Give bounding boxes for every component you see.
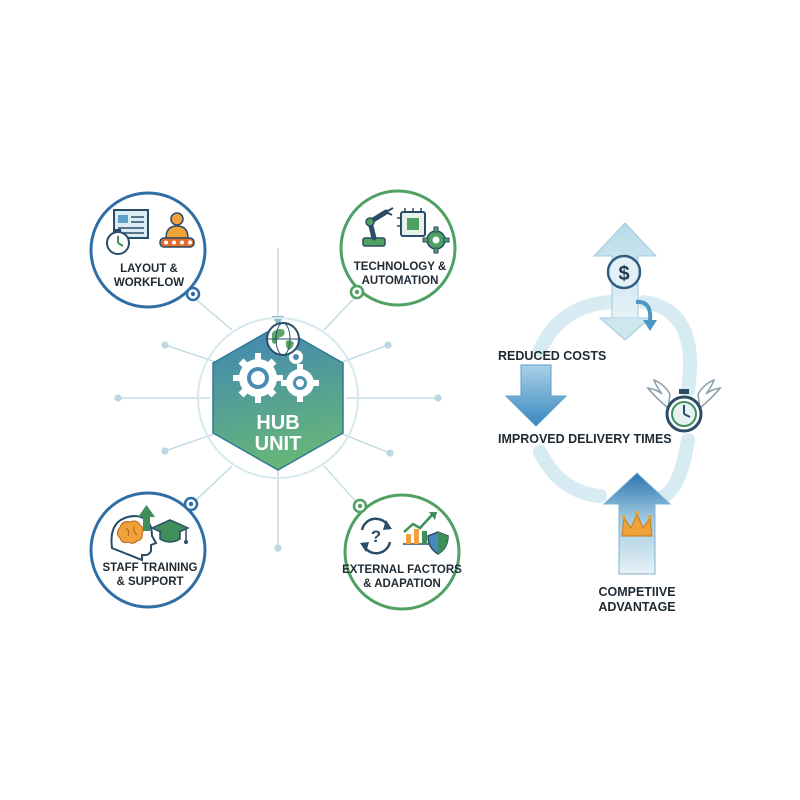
hub-network: HUB UNIT xyxy=(114,248,442,552)
question-cycle-icon: ? xyxy=(360,517,392,555)
down-arrow xyxy=(504,364,568,427)
hub-label-line1: HUB xyxy=(256,412,299,434)
small-turn-arrow xyxy=(635,299,657,331)
arrow-up-icon xyxy=(138,505,155,531)
node-layout-label-line2: WORKFLOW xyxy=(114,277,184,289)
node-technology-automation[interactable]: TECHNOLOGY & AUTOMATION xyxy=(339,189,457,307)
worker-conveyor-icon xyxy=(159,212,195,248)
node-external-label-line1: EXTERNAL FACTORS xyxy=(342,564,462,576)
node-external-label-line2: & ADAPATION xyxy=(363,578,441,590)
node-layout-label-line1: LAYOUT & xyxy=(120,263,178,275)
node-staff-label-line2: & SUPPORT xyxy=(116,576,183,588)
reduced-costs-label: REDUCED COSTS xyxy=(498,349,606,363)
shield-icon xyxy=(427,531,449,555)
hub-label-line2: UNIT xyxy=(255,433,302,455)
gear-icon xyxy=(422,226,450,254)
network-spokes xyxy=(114,248,442,552)
graduation-cap-icon xyxy=(150,519,190,544)
stopwatch-icon xyxy=(106,229,130,255)
svg-text:$: $ xyxy=(618,263,629,285)
node-staff-training[interactable]: STAFF TRAINING & SUPPORT xyxy=(89,491,207,609)
crown-icon xyxy=(621,511,653,537)
globe-icon xyxy=(266,322,300,356)
svg-text:?: ? xyxy=(371,527,381,546)
chip-icon xyxy=(397,208,426,237)
winged-stopwatch-icon xyxy=(646,378,722,433)
node-external-factors[interactable]: ? EXTERNAL FACTORS & ADAPATION xyxy=(342,493,462,611)
dollar-coin-icon: $ xyxy=(606,254,642,290)
competitive-advantage-line2: ADVANTAGE xyxy=(598,600,675,614)
robot-arm-icon xyxy=(362,207,394,247)
node-technology-label-line2: AUTOMATION xyxy=(362,275,439,287)
hub-halo xyxy=(197,317,359,479)
improved-delivery-label: IMPROVED DELIVERY TIMES xyxy=(498,432,672,446)
node-staff-label-line1: STAFF TRAINING xyxy=(103,562,198,574)
competitive-advantage-line1: COMPETIIVE xyxy=(598,585,675,599)
benefit-flow: $ REDUCED COSTS IMPROVED DELIVE xyxy=(498,222,722,614)
node-technology-label-line1: TECHNOLOGY & xyxy=(354,261,446,273)
cycle-ring xyxy=(533,295,698,504)
node-layout-workflow[interactable]: LAYOUT & WORKFLOW xyxy=(89,191,207,309)
gears-icon xyxy=(233,350,319,403)
